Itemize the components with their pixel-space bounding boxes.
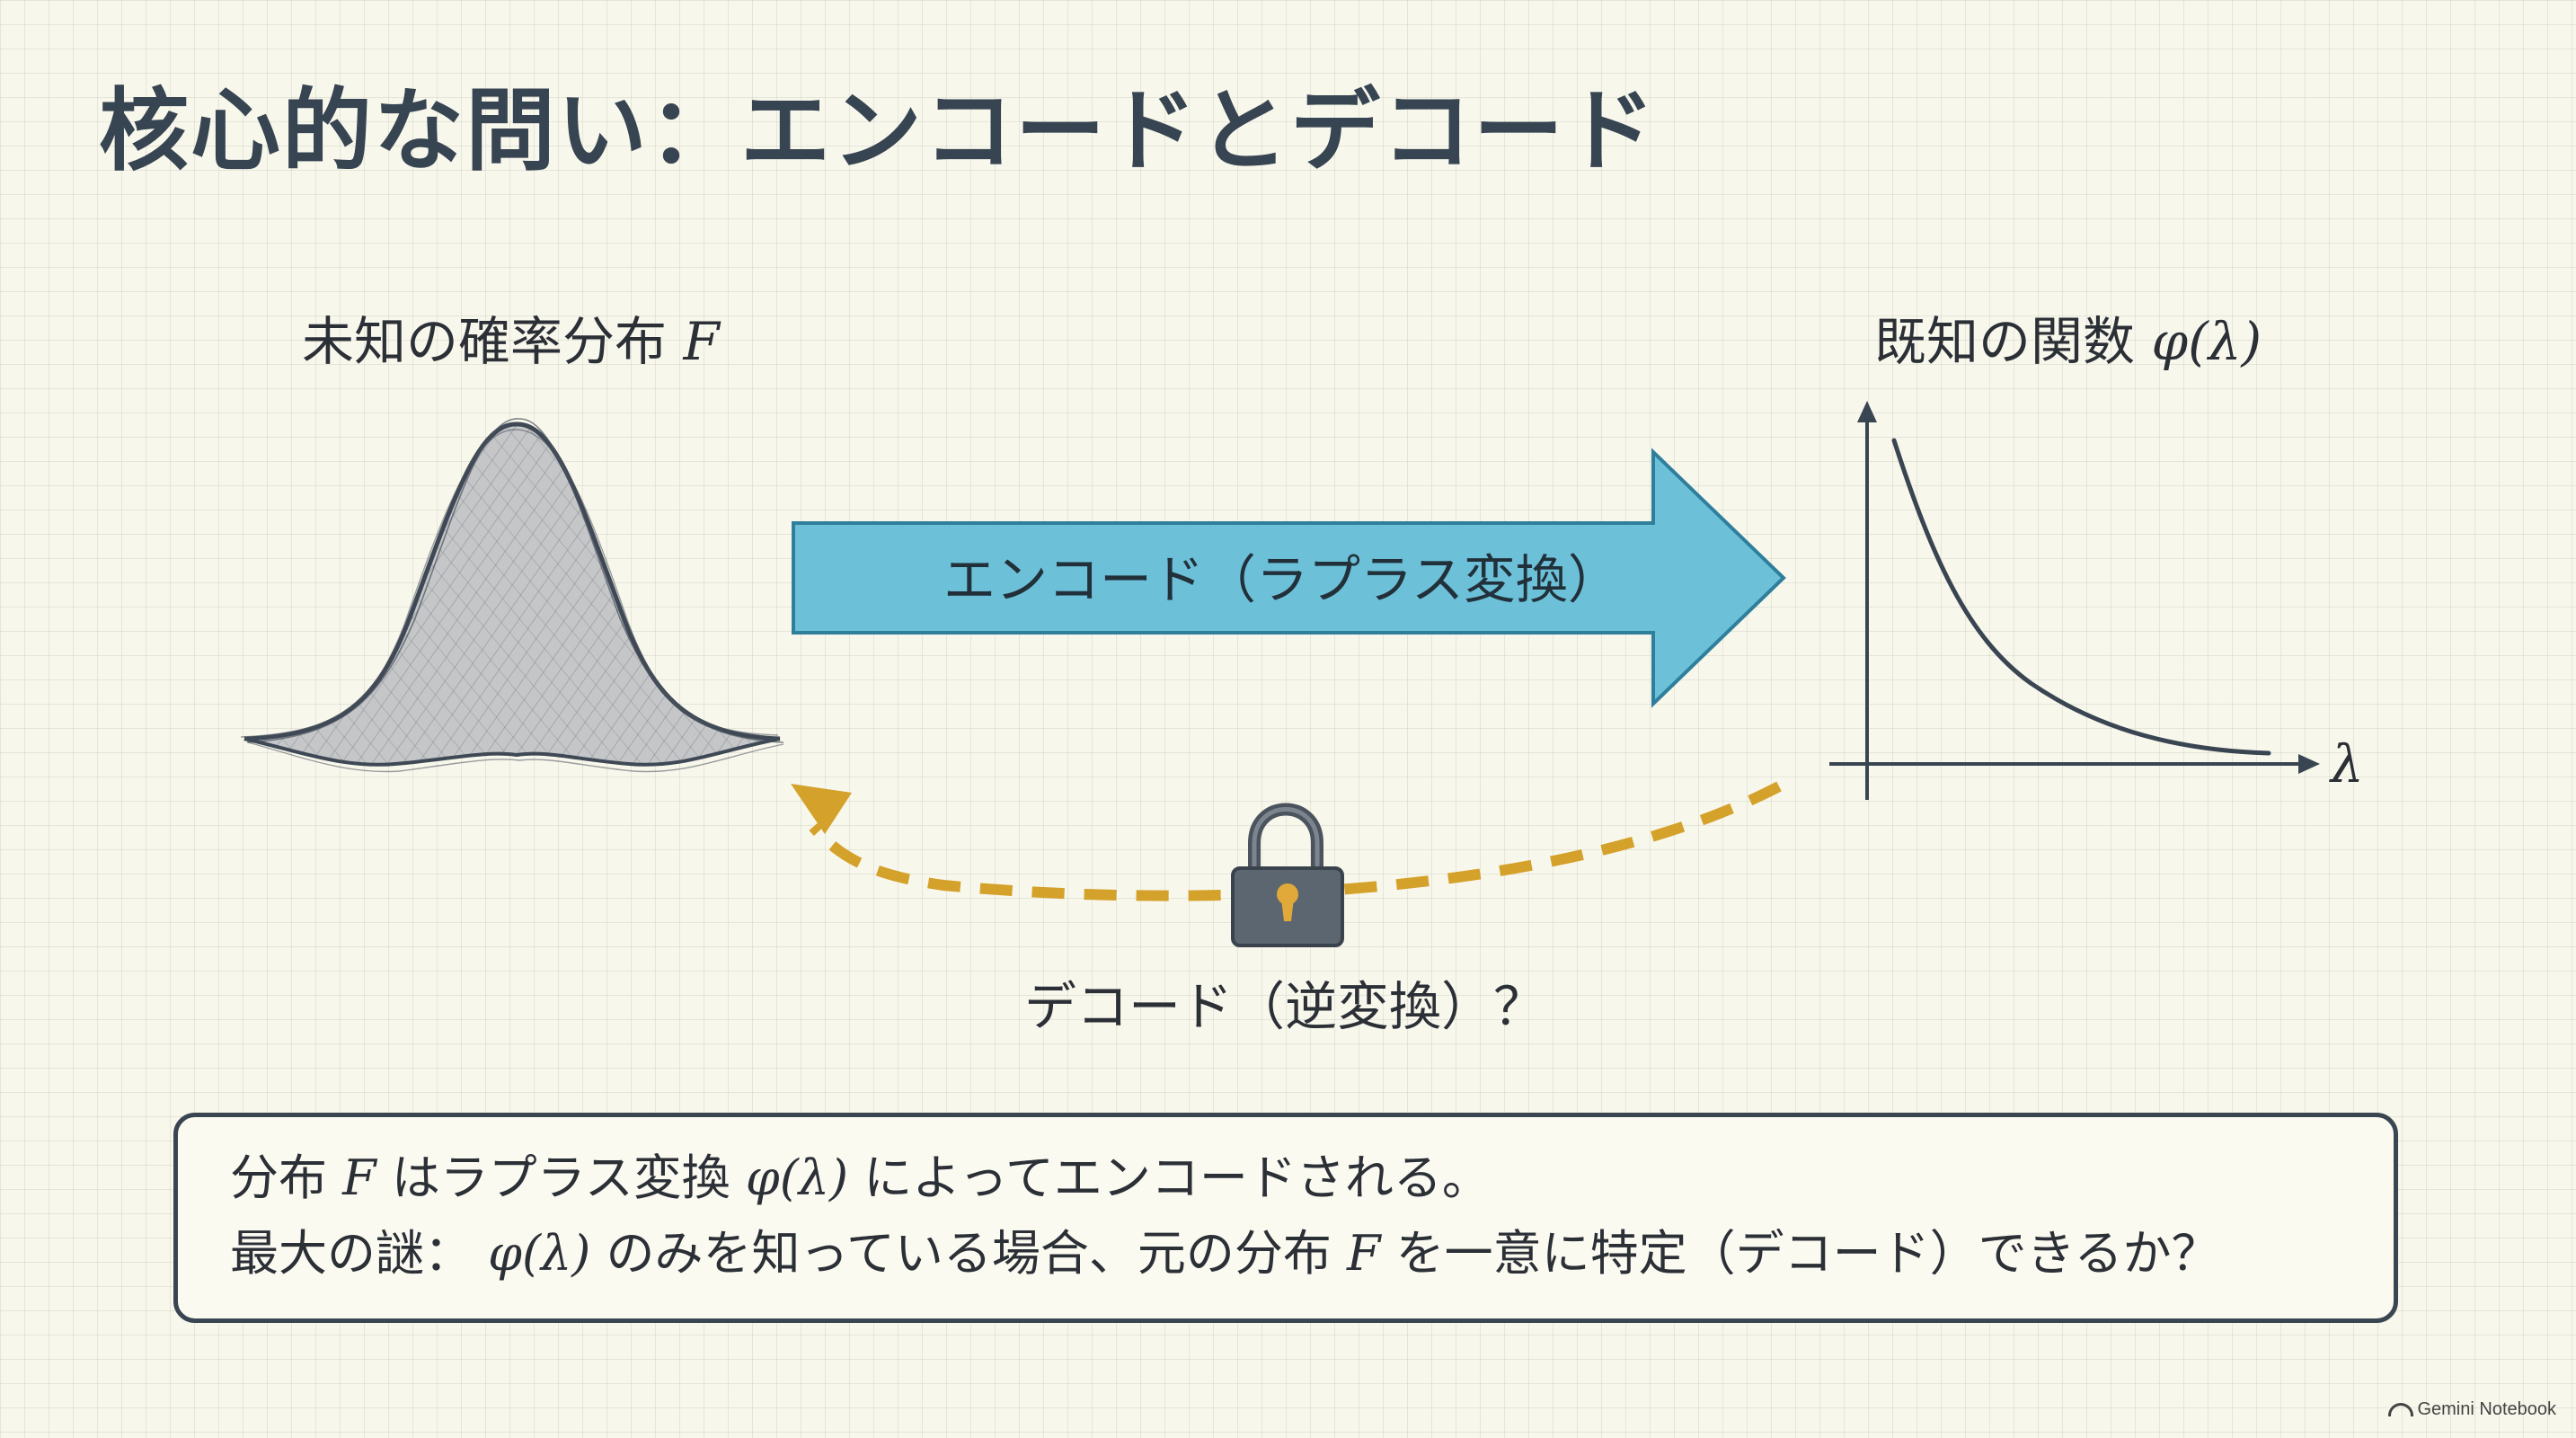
notebook-logo-icon: [2388, 1403, 2414, 1417]
summary-line-1-part-e: によってエンコードされる。: [863, 1150, 1491, 1206]
encode-label: エンコード（ラプラス変換）: [943, 549, 1620, 610]
decode-label: デコード（逆変換）？: [1024, 976, 1546, 1037]
known-function-label: 既知の関数 φ(λ): [1874, 310, 2262, 373]
summary-line-2-symbol-phi: φ(λ): [488, 1225, 591, 1282]
function-symbol: φ(λ): [2151, 311, 2262, 372]
watermark-text: Gemini Notebook: [2417, 1399, 2556, 1419]
page-title: 核心的な問い：エンコードとデコード: [99, 78, 1657, 183]
decode-arrowhead: [791, 784, 852, 834]
summary-line-2-symbol-f: F: [1347, 1225, 1381, 1282]
summary-line-2-part-c: のみを知っている場合、元の分布: [606, 1225, 1332, 1282]
bell-curve: [240, 418, 784, 773]
summary-box: 分布 F はラプラス変換 φ(λ) によってエンコードされる。 最大の謎： φ(…: [173, 1113, 2398, 1323]
summary-line-1: 分布 F はラプラス変換 φ(λ) によってエンコードされる。: [230, 1141, 2341, 1216]
lambda-axis-label: λ: [2331, 733, 2364, 794]
padlock-icon: [1231, 803, 1344, 947]
function-axes: [1829, 401, 2320, 800]
summary-line-2: 最大の謎： φ(λ) のみを知っている場合、元の分布 F を一意に特定（デコード…: [230, 1216, 2341, 1292]
laplace-transform-curve: [1891, 438, 2271, 756]
known-function-text: 既知の関数: [1874, 311, 2136, 372]
decode-arrow: [791, 781, 1782, 901]
summary-line-1-part-a: 分布: [230, 1150, 327, 1206]
summary-line-1-part-c: はラプラス変換: [391, 1150, 730, 1206]
summary-line-2-part-e: を一意に特定（デコード）できるか？: [1395, 1225, 2220, 1282]
summary-line-1-symbol-f: F: [342, 1150, 376, 1206]
distribution-symbol: F: [683, 311, 720, 372]
unknown-distribution-text: 未知の確率分布: [302, 311, 668, 372]
unknown-distribution-label: 未知の確率分布 F: [302, 310, 720, 373]
watermark: Gemini Notebook: [2388, 1399, 2556, 1420]
summary-line-2-part-a: 最大の謎：: [230, 1225, 473, 1282]
y-axis-arrowhead: [1857, 401, 1877, 422]
encode-arrow: [792, 448, 1786, 708]
x-axis-arrowhead: [2298, 754, 2320, 774]
summary-line-1-symbol-phi: φ(λ): [745, 1150, 849, 1206]
